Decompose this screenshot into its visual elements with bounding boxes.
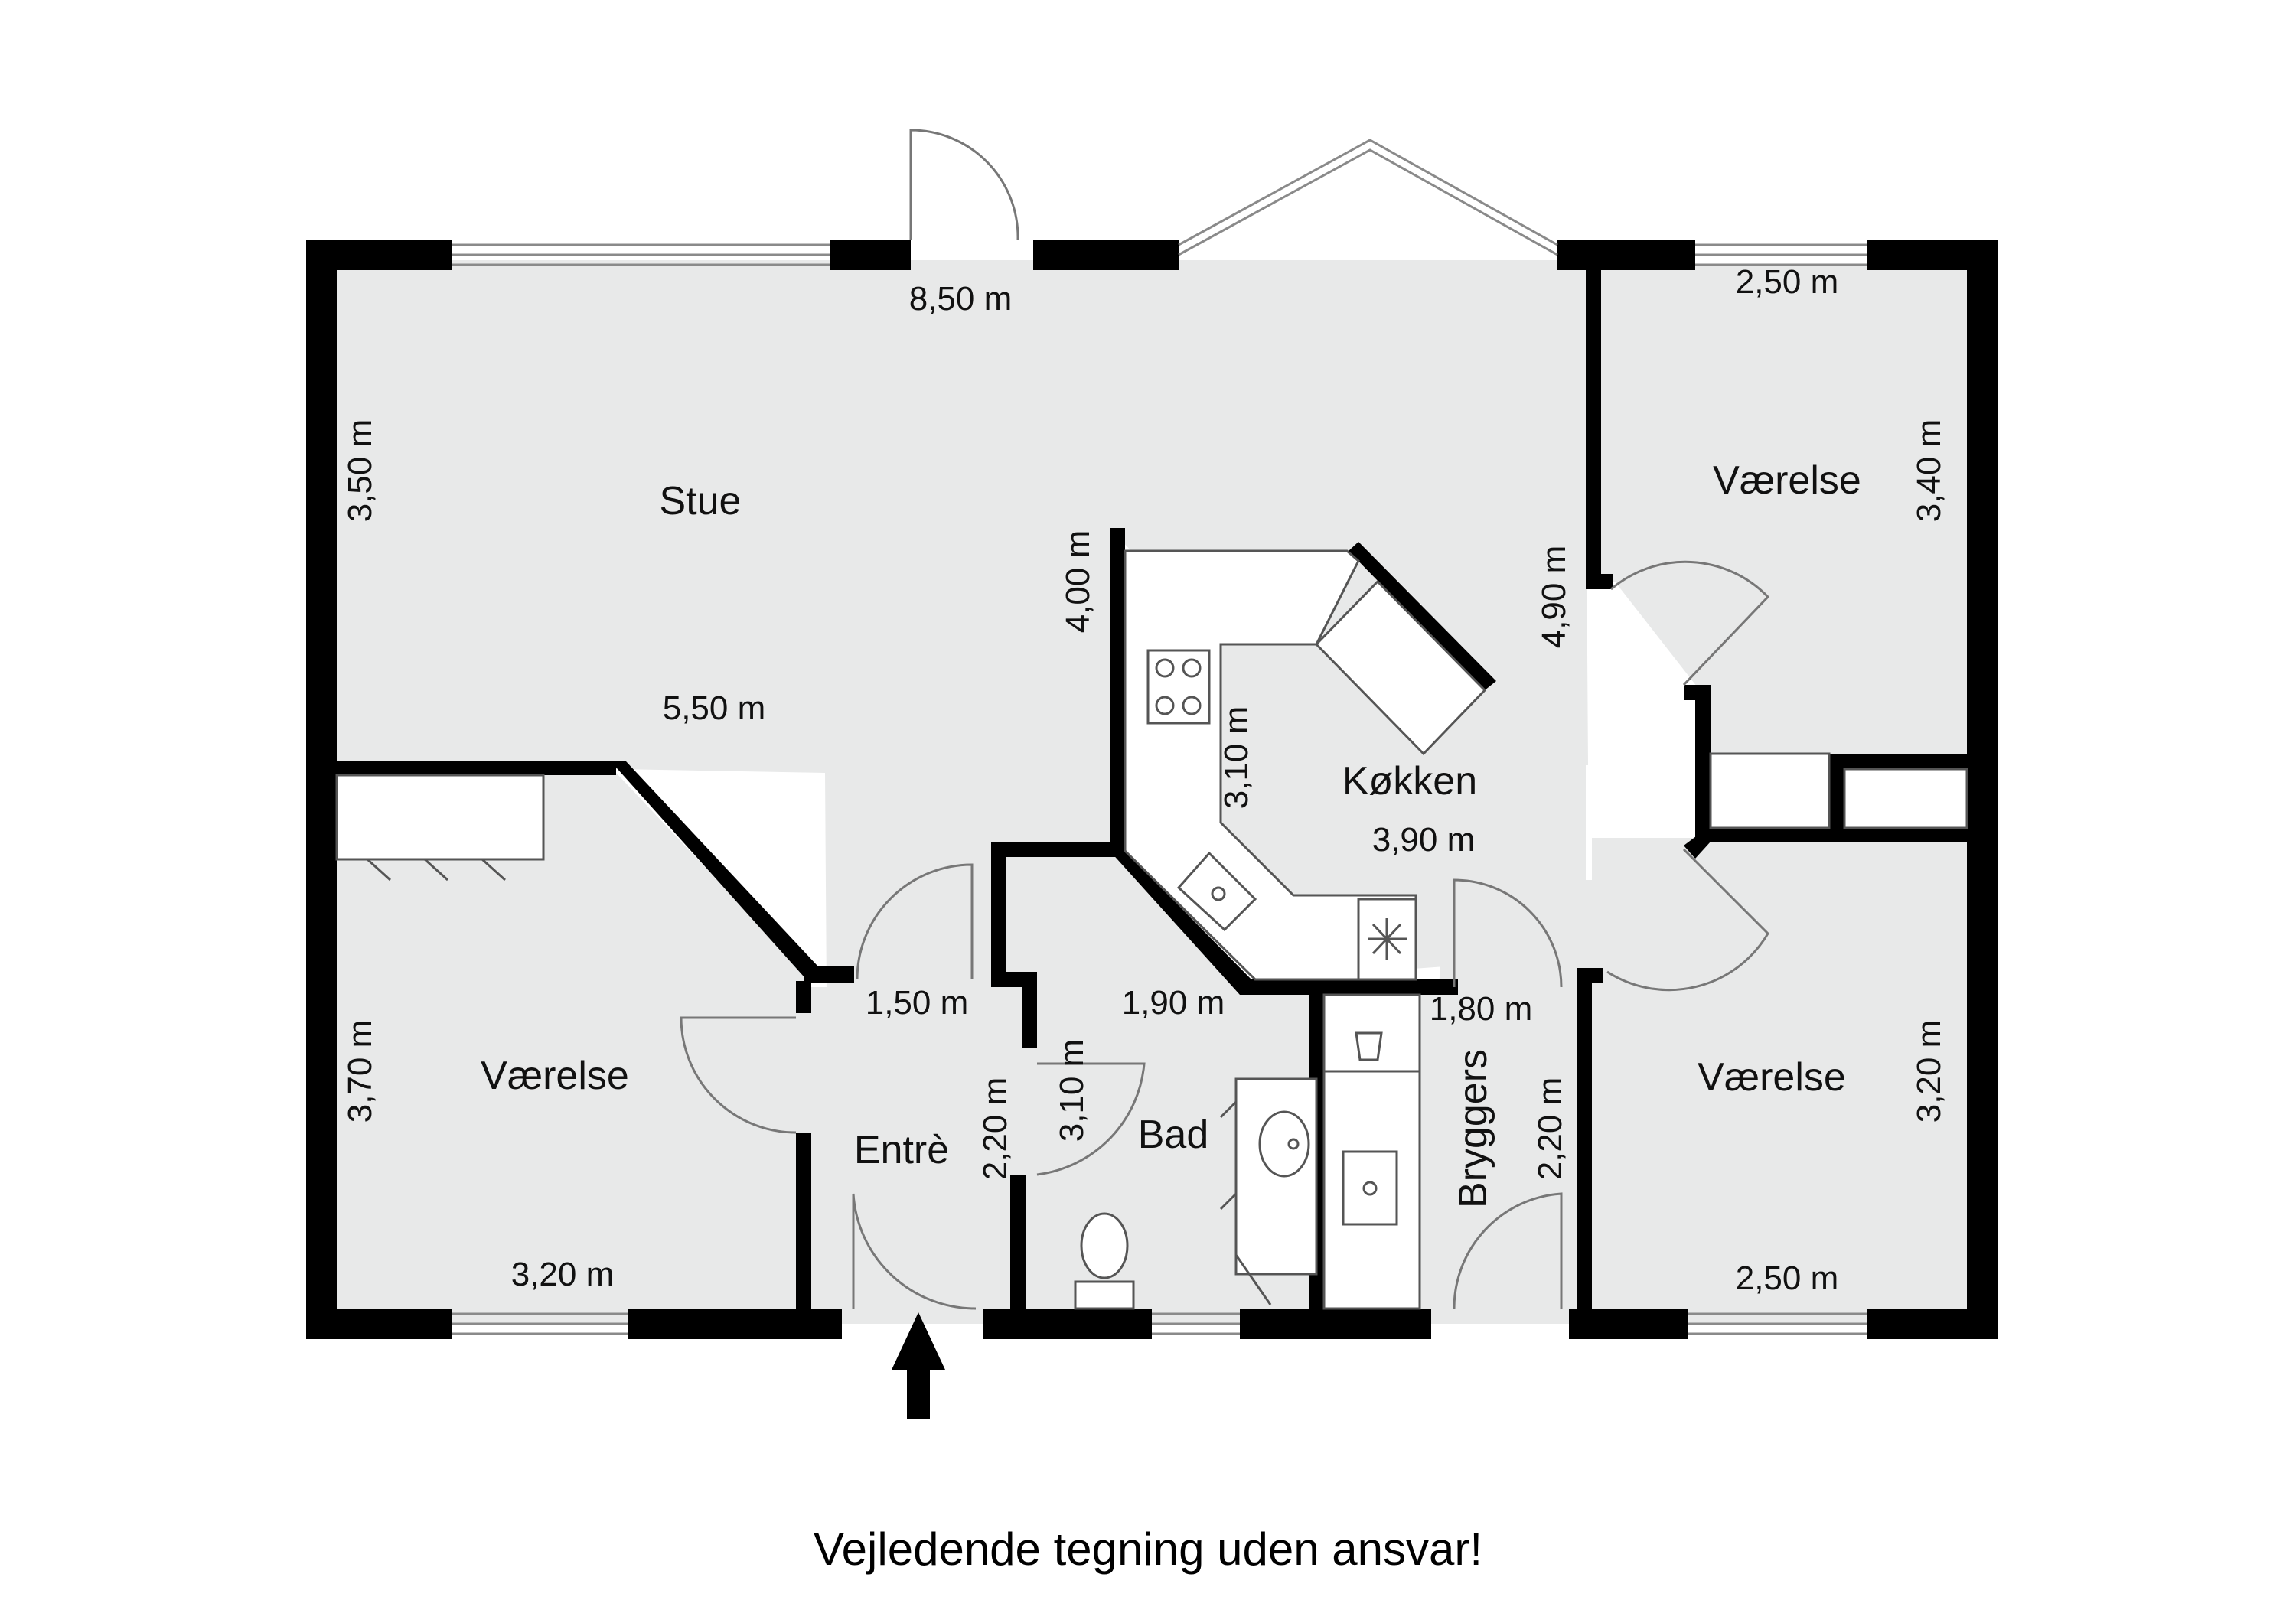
wall-left-bedroom-lower bbox=[796, 1133, 811, 1316]
room-label-kokken: Køkken bbox=[1342, 759, 1477, 803]
wall-left-bedroom-stub bbox=[804, 966, 854, 983]
dim-kitchen-wall: 4,00 m bbox=[1059, 530, 1097, 634]
toilet-icon bbox=[1074, 1212, 1135, 1310]
wall-kitchen-top-diagonal bbox=[1349, 542, 1496, 690]
room-label-bryggers: Bryggers bbox=[1451, 1049, 1495, 1208]
wardrobe-top-right bbox=[1709, 752, 1831, 829]
door-left-bedroom bbox=[680, 1016, 797, 1134]
wall-closet-bottom2 bbox=[1829, 828, 1967, 842]
wall-left-bedroom-top bbox=[337, 761, 616, 775]
dim-bryggers-width: 1,80 m bbox=[1430, 990, 1533, 1028]
room-label-stue: Stue bbox=[660, 479, 742, 523]
dim-left-room-height: 3,70 m bbox=[341, 1020, 379, 1123]
doors bbox=[680, 129, 1770, 1310]
dim-bottom-right-height: 3,20 m bbox=[1910, 1020, 1948, 1123]
wall-bottomright-left bbox=[1577, 972, 1592, 1316]
sink-icon bbox=[1176, 851, 1257, 932]
wall-bottom-6 bbox=[1867, 1309, 1998, 1339]
wall-bottom-4 bbox=[1240, 1309, 1431, 1339]
dim-stue-width: 8,50 m bbox=[909, 280, 1013, 318]
wardrobe-right bbox=[1843, 768, 1968, 829]
interior-walls bbox=[337, 253, 1967, 1316]
dim-entre-height: 2,20 m bbox=[977, 1077, 1014, 1181]
wardrobe-left-bedroom bbox=[335, 774, 545, 861]
wall-top-3 bbox=[1033, 240, 1179, 270]
door-bryggers bbox=[1453, 1192, 1563, 1309]
wall-bad-left-mid bbox=[1022, 972, 1037, 1048]
washing-machine-icon bbox=[1355, 1031, 1383, 1061]
kitchen bbox=[1124, 549, 1487, 981]
dim-hall-height: 4,90 m bbox=[1535, 546, 1573, 649]
wall-right bbox=[1967, 240, 1998, 1339]
dim-entre-width: 1,50 m bbox=[866, 984, 969, 1022]
floor-vaerelse-top-right bbox=[1600, 264, 1967, 834]
wall-bottom-1 bbox=[306, 1309, 452, 1339]
door-stue bbox=[856, 863, 974, 980]
door-terrace bbox=[909, 129, 1019, 240]
wall-kitchen-diagonal bbox=[1110, 851, 1255, 995]
wall-bad-top bbox=[991, 842, 1121, 857]
wall-bad-left-top bbox=[991, 842, 1006, 979]
wall-top-2 bbox=[830, 240, 911, 270]
dim-kitchen-inner-height: 3,10 m bbox=[1218, 706, 1255, 810]
outer-walls bbox=[306, 240, 1998, 1339]
entrance-arrow-icon bbox=[892, 1312, 945, 1419]
sink-icon-bad bbox=[1258, 1110, 1310, 1178]
dim-top-right-width: 2,50 m bbox=[1736, 263, 1839, 301]
door-bottom-right bbox=[1606, 848, 1769, 992]
wall-kitchen-left bbox=[1110, 528, 1125, 857]
kitchen-island bbox=[1314, 579, 1487, 756]
room-label-bad: Bad bbox=[1138, 1113, 1209, 1157]
dim-bad-height: 3,10 m bbox=[1053, 1039, 1091, 1142]
wall-topright-left-stub bbox=[1586, 574, 1613, 589]
dim-bottom-right-width: 2,50 m bbox=[1736, 1260, 1839, 1297]
dim-bad-width: 1,90 m bbox=[1122, 984, 1225, 1022]
wall-closet-diag bbox=[1684, 834, 1711, 859]
wall-left bbox=[306, 240, 337, 1339]
wall-closet-left bbox=[1695, 685, 1711, 838]
floor-vaerelse-bottom-right bbox=[1592, 838, 1967, 1324]
door-bryggers-kitchen bbox=[1453, 878, 1563, 988]
room-label-entre: Entrè bbox=[854, 1128, 949, 1172]
sink-icon-bryggers bbox=[1342, 1150, 1398, 1226]
dim-left-room-width: 3,20 m bbox=[511, 1256, 615, 1293]
wall-closet-top bbox=[1829, 754, 1967, 769]
room-label-vaerelse-left: Værelse bbox=[481, 1054, 629, 1098]
wardrobes bbox=[335, 752, 1968, 882]
wall-bad-left-low bbox=[1010, 1175, 1026, 1312]
wall-top-4 bbox=[1557, 240, 1695, 270]
door-bad bbox=[1036, 1062, 1146, 1176]
bathroom bbox=[1074, 1077, 1318, 1310]
wall-bottom-3 bbox=[983, 1309, 1152, 1339]
bryggers-fixtures bbox=[1322, 993, 1421, 1310]
windows bbox=[452, 139, 1867, 1335]
floor-vaerelse-left bbox=[323, 773, 811, 1324]
dim-kitchen-width: 3,90 m bbox=[1372, 821, 1476, 859]
wall-bottomright-stub bbox=[1577, 968, 1603, 983]
floor-entre bbox=[811, 987, 1022, 1324]
stove-icon bbox=[1146, 649, 1211, 725]
wall-closet-mid bbox=[1829, 754, 1844, 842]
room-label-vaerelse-top-right: Værelse bbox=[1713, 458, 1861, 503]
dim-bryggers-height: 2,20 m bbox=[1531, 1077, 1569, 1181]
wall-topright-left bbox=[1586, 253, 1601, 585]
room-label-vaerelse-bottom-right: Værelse bbox=[1698, 1055, 1846, 1100]
wall-top-5 bbox=[1867, 240, 1982, 270]
bad-counter bbox=[1234, 1077, 1318, 1276]
wall-left-bedroom-diagonal bbox=[611, 761, 817, 976]
door-top-right bbox=[1610, 560, 1770, 686]
dim-stue-inner: 5,50 m bbox=[663, 689, 766, 727]
door-entrance bbox=[852, 1193, 977, 1310]
fan-icon bbox=[1357, 898, 1417, 981]
dim-top-right-height: 3,40 m bbox=[1910, 419, 1948, 523]
wall-kitchen-bottom bbox=[1240, 979, 1458, 995]
dim-stue-height: 3,50 m bbox=[341, 419, 379, 523]
disclaimer-text: Vejledende tegning uden ansvar! bbox=[814, 1524, 1482, 1575]
wall-closet-bottom bbox=[1695, 828, 1844, 842]
wall-left-bedroom-stub2 bbox=[796, 981, 811, 1013]
